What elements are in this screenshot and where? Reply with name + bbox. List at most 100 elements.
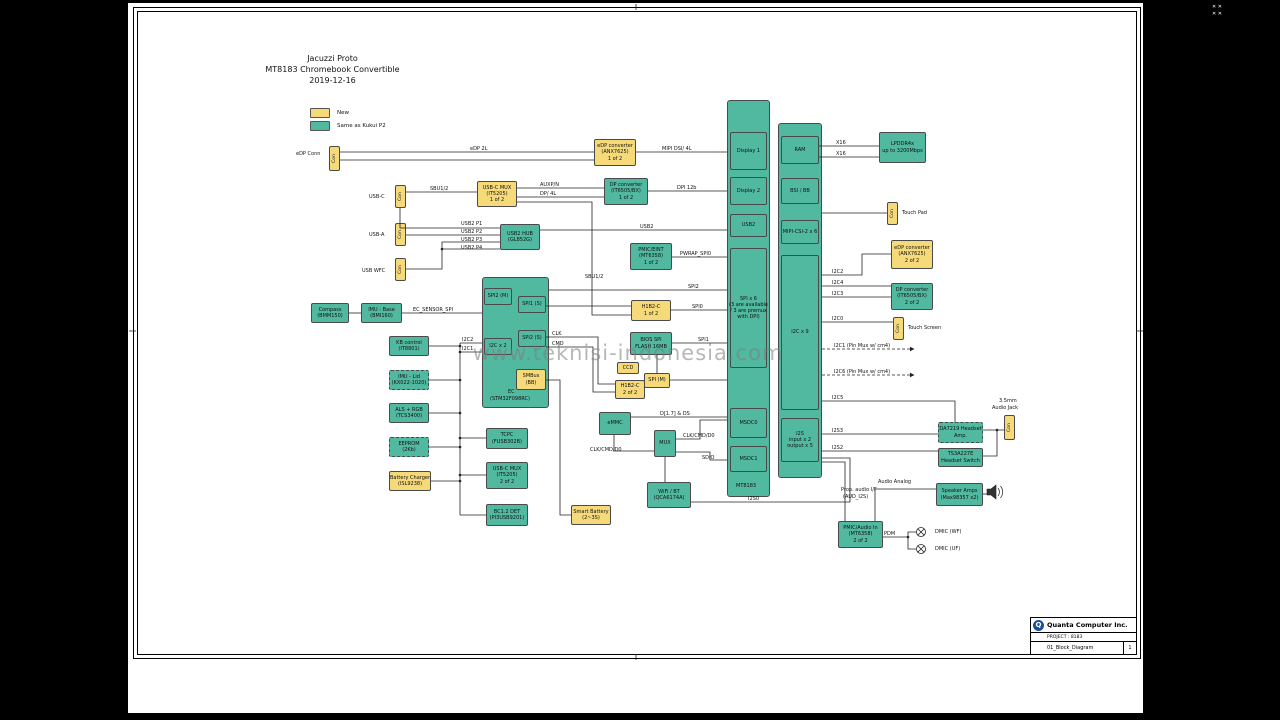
block-soc-i2c-x9: I2C x 9 — [781, 255, 819, 410]
block-label: RAM — [794, 146, 806, 153]
block-label: MSDC1 — [739, 455, 758, 462]
block-label: H1B2-C — [641, 304, 661, 311]
edp-connector: Con — [329, 146, 340, 171]
block-label: LPDDR4x — [890, 141, 915, 148]
block-label: (Max98357 x2) — [940, 494, 979, 501]
block-label: WiFi / BT — [658, 488, 680, 495]
block-label: (IT5205) — [496, 472, 518, 479]
block-label: (IT5205) — [486, 190, 508, 197]
block-speaker-amps: Speaker Amps(Max98357 x2) — [936, 483, 983, 506]
block-soc-mipi-csi: MIPI-CSI-2 x 6 — [781, 220, 819, 244]
block-label: 1 of 2 — [607, 155, 623, 162]
block-label: Battery Charger — [389, 474, 431, 481]
block-ec-i2c-x2: I2C x 2 — [484, 338, 512, 355]
block-label: PMIC/Audio In — [843, 525, 878, 532]
block-label: TS3A227E — [947, 451, 974, 458]
title-block: Q Quanta Computer Inc. PROJECT : 8183 01… — [1030, 617, 1137, 655]
block-label: (ISL9238) — [397, 481, 423, 487]
document-name: 01_Block_Diagram — [1047, 645, 1094, 651]
block-label: (GL852G) — [508, 237, 532, 243]
block-label: SPI (M) — [648, 377, 666, 384]
block-pmic-audio-in: PMIC/Audio In(MT6358)2 of 2 — [838, 521, 883, 548]
block-usbc-mux-2: USB-C MUX(IT5205)2 of 2 — [486, 462, 528, 489]
block-ec-spi1-s: SPI1 (S) — [518, 296, 546, 313]
block-usb2-hub: USB2 HUB(GL852G) — [500, 224, 540, 250]
block-label: Display 1 — [736, 147, 761, 154]
schematic-title-line3: 2019-12-16 — [309, 76, 356, 85]
legend-label-new: New — [337, 109, 349, 116]
block-mt-msdc0: MSDC0 — [730, 408, 767, 438]
block-compass: Compass(BMM150) — [311, 303, 349, 323]
block-label: USB-C MUX — [492, 466, 522, 473]
block-ec-smbus: SMBus(BB) — [516, 369, 546, 390]
corner-mark-row1: ✕ ✕ — [1212, 4, 1222, 10]
block-label: DP converter — [895, 287, 929, 294]
connector-label: Con — [890, 209, 895, 218]
touchscreen-connector: Con — [893, 317, 904, 340]
connector-label: Con — [332, 154, 337, 163]
block-label: (ANX7625) — [601, 149, 629, 156]
block-label: output x 5 — [787, 443, 813, 450]
block-label: 1 of 2 — [643, 259, 659, 266]
block-label: 2 of 2 — [904, 257, 920, 264]
block-label: BC1.2 DET — [493, 508, 521, 515]
schematic-title-line2: MT8183 Chromebook Convertible — [265, 65, 400, 74]
block-label: TCPC — [500, 432, 514, 439]
block-spi-master: SPI (M) — [644, 373, 670, 388]
block-sd-mux: MUX — [654, 430, 676, 457]
block-label: (MT6358) — [639, 253, 663, 260]
block-label: Smart Battery — [573, 508, 609, 515]
block-label: (KX022-1020) — [391, 380, 427, 386]
block-label: SPI2 (S) — [522, 335, 542, 342]
block-mt-display2: Display 2 — [730, 177, 767, 205]
block-label: input x 2 — [788, 436, 812, 443]
block-label: H1B2-C — [620, 383, 640, 390]
block-bc12-det: BC1.2 DET(PI3USB9201) — [486, 504, 528, 526]
block-mt-usb2: USB2 — [730, 214, 767, 237]
block-soc-bsi-bb: BSI / BB — [781, 178, 819, 204]
block-label: 2 of 2 — [853, 537, 868, 544]
block-label: (IT6505/BX) — [611, 188, 641, 195]
block-ccd: CCD — [617, 362, 639, 374]
touchpad-connector: Con — [887, 202, 898, 225]
usb-c-connector: Con — [395, 185, 406, 208]
block-tcpc: TCPC(FUSB302B) — [486, 428, 528, 449]
block-label: 1 of 2 — [618, 194, 634, 201]
block-battery-charger: Battery Charger(ISL9238) — [389, 471, 431, 491]
window-corner-marks: ✕ ✕ ✕ ✕ — [1198, 4, 1222, 18]
block-label: (MT6358) — [848, 531, 873, 538]
block-label: EEPROM — [398, 440, 420, 447]
connector-label: Con — [398, 265, 403, 274]
block-soc-ram: RAM — [781, 136, 819, 164]
block-label: eMMC — [607, 420, 623, 427]
block-label: PMIC/EINT — [638, 247, 664, 254]
legend-swatch-new — [310, 107, 330, 118]
block-label: SPI x 6 — [740, 295, 757, 302]
audio-jack-connector: Con — [1004, 415, 1015, 440]
block-label: (IT8801) — [398, 346, 420, 352]
block-label: / 3 are premux — [730, 308, 767, 314]
schematic-sheet — [128, 3, 1143, 713]
sheet-frame-inner — [137, 11, 1137, 655]
block-label: USB-C MUX — [482, 184, 512, 191]
block-label: with DPI) — [737, 314, 760, 321]
connector-label: Con — [1007, 423, 1012, 432]
schematic-title: Jacuzzi Proto MT8183 Chromebook Converti… — [235, 53, 430, 86]
block-label: (PI3USB9201) — [489, 515, 525, 521]
title-block-header: Q Quanta Computer Inc. — [1031, 618, 1136, 633]
block-label: 2 of 2 — [622, 389, 638, 396]
legend-row-new: New — [310, 106, 386, 119]
legend: New Same as Kukui P2 — [310, 106, 386, 132]
block-label: DA7219 Headset — [939, 426, 982, 433]
block-label: (2Kb) — [402, 447, 416, 453]
block-label: USB2 — [741, 222, 756, 229]
block-label: (IT6505/BX) — [897, 293, 927, 300]
company-name: Quanta Computer Inc. — [1047, 621, 1128, 629]
block-ec-spi2-s: SPI2 (S) — [518, 330, 546, 347]
block-label: (BMI160) — [370, 313, 393, 319]
legend-row-same: Same as Kukui P2 — [310, 119, 386, 132]
